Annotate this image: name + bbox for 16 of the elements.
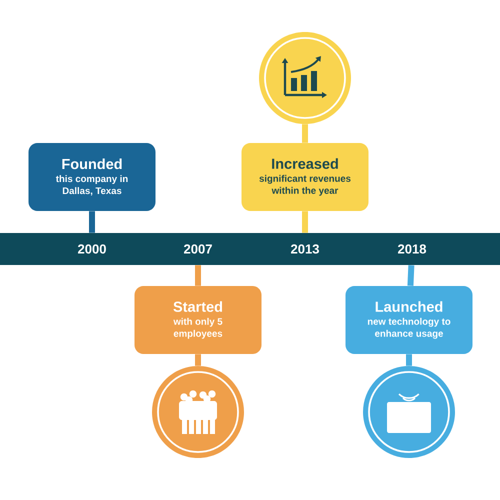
year-label: 2007 (184, 244, 212, 254)
event-box: Founded this company in Dallas, Texas (28, 143, 156, 211)
event-box: Launched new technology to enhance usage (346, 286, 472, 354)
connector-line (195, 265, 201, 286)
connector-line (302, 211, 308, 233)
year-label: 2000 (78, 244, 106, 254)
icon-circle (259, 32, 351, 124)
year-label: 2013 (291, 244, 319, 254)
year-label: 2018 (398, 244, 426, 254)
connector-line (195, 354, 201, 366)
connector-line (89, 211, 95, 233)
connector-line (407, 265, 414, 286)
connector-line (302, 124, 308, 143)
event-box: Started with only 5 employees (134, 286, 262, 354)
event-box: Increased significant revenues within the year (242, 143, 368, 211)
connector-line (406, 354, 412, 366)
